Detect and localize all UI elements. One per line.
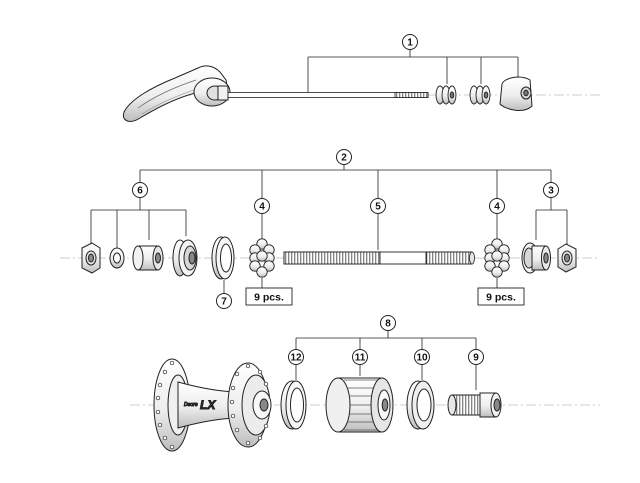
callout-4-left: 4 bbox=[254, 198, 270, 240]
callout-5: 5 bbox=[370, 198, 386, 250]
axle-group: 2 6 3 4 bbox=[60, 149, 600, 309]
freehub-spacer bbox=[280, 380, 307, 430]
quick-release-group: 1 bbox=[122, 34, 600, 122]
hub-brand-text: Deore bbox=[184, 402, 198, 408]
freehub-body bbox=[325, 377, 394, 433]
hub-body-group: 8 12 11 10 9 bbox=[130, 315, 600, 452]
svg-text:7: 7 bbox=[221, 297, 227, 308]
callout-9: 9 bbox=[468, 349, 484, 390]
left-washer bbox=[109, 247, 125, 269]
svg-text:3: 3 bbox=[548, 186, 554, 197]
callout-8: 8 bbox=[380, 315, 396, 331]
svg-text:9: 9 bbox=[473, 353, 479, 364]
ball-bearings-left bbox=[249, 238, 275, 278]
svg-text:2: 2 bbox=[341, 153, 347, 164]
skewer-adjusting-nut bbox=[499, 76, 533, 111]
callout-1: 1 bbox=[402, 34, 418, 50]
leader-lines-8 bbox=[295, 331, 477, 349]
spoke-holes-right bbox=[229, 363, 269, 446]
svg-text:1: 1 bbox=[407, 38, 413, 49]
leader-lines-2 bbox=[139, 165, 552, 198]
hub-model-text: LX bbox=[200, 398, 216, 412]
svg-text:8: 8 bbox=[385, 319, 391, 330]
callout-3: 3 bbox=[543, 182, 559, 198]
dust-seal bbox=[211, 236, 235, 280]
right-lock-nut bbox=[557, 243, 577, 273]
svg-text:11: 11 bbox=[355, 353, 366, 364]
svg-text:12: 12 bbox=[290, 353, 302, 364]
svg-text:9 pcs.: 9 pcs. bbox=[254, 292, 284, 304]
skewer-rod bbox=[227, 92, 429, 98]
svg-text:9 pcs.: 9 pcs. bbox=[486, 292, 516, 304]
leader-lines-6 bbox=[90, 198, 187, 248]
hub-axle bbox=[283, 251, 475, 265]
quantity-label-right: 9 pcs. bbox=[477, 278, 525, 306]
callout-7: 7 bbox=[216, 280, 232, 309]
callout-4-right: 4 bbox=[489, 198, 505, 240]
svg-text:5: 5 bbox=[375, 202, 381, 213]
skewer-spring-left bbox=[435, 85, 457, 105]
leader-lines-1 bbox=[307, 50, 519, 92]
svg-text:10: 10 bbox=[416, 353, 428, 364]
ball-bearings-right bbox=[484, 238, 510, 278]
svg-text:4: 4 bbox=[494, 202, 500, 213]
right-cone bbox=[521, 242, 551, 274]
spoke-holes-left bbox=[155, 360, 175, 450]
callout-12: 12 bbox=[288, 349, 304, 380]
hub-shell: Deore LX bbox=[153, 358, 272, 452]
callout-6: 6 bbox=[132, 182, 148, 198]
callout-10: 10 bbox=[414, 349, 430, 380]
callout-11: 11 bbox=[352, 349, 368, 376]
svg-text:6: 6 bbox=[137, 186, 143, 197]
leader-lines-3 bbox=[535, 198, 568, 244]
left-cone bbox=[172, 239, 198, 277]
left-spacer bbox=[132, 245, 164, 271]
freehub-seal bbox=[406, 380, 435, 430]
skewer-spring-right bbox=[469, 85, 491, 105]
qr-cam-body bbox=[193, 77, 231, 107]
freehub-fixing-bolt bbox=[447, 392, 502, 418]
quantity-label-left: 9 pcs. bbox=[245, 278, 293, 306]
svg-text:4: 4 bbox=[259, 202, 265, 213]
left-lock-nut bbox=[81, 242, 101, 274]
callout-2: 2 bbox=[336, 149, 352, 165]
